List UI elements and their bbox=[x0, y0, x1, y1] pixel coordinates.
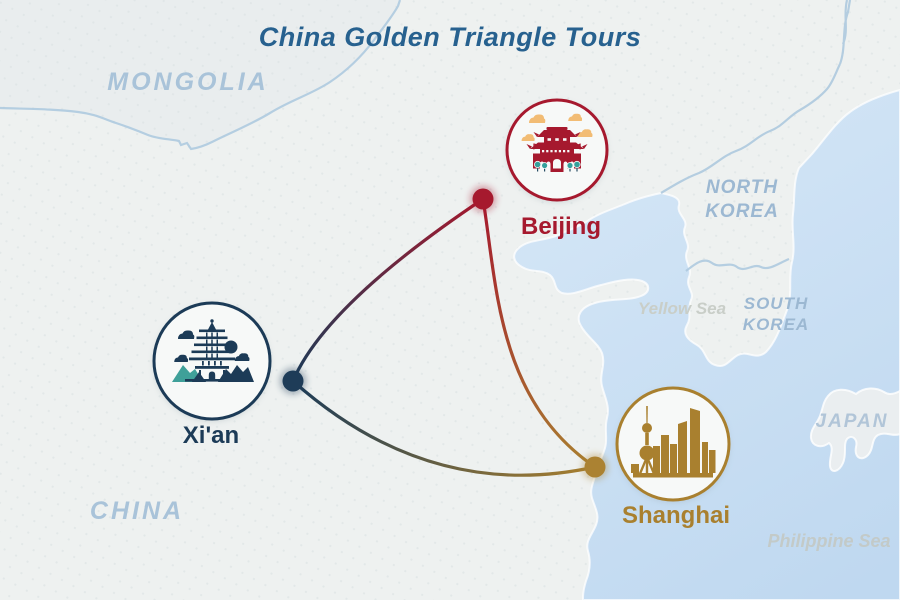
beijing-marker bbox=[505, 98, 609, 202]
border-mongolia bbox=[0, 0, 402, 151]
page-title: China Golden Triangle Tours bbox=[258, 22, 642, 52]
city-label-shanghai: Shanghai bbox=[621, 502, 730, 529]
xian-node bbox=[282, 370, 304, 392]
sea bbox=[513, 88, 900, 600]
route-beijing-shanghai bbox=[481, 197, 597, 469]
region-label-china: CHINA bbox=[89, 497, 185, 525]
region-label-north-korea: NORTH KOREA bbox=[705, 177, 779, 222]
tree-shapes bbox=[533, 160, 581, 172]
pagoda-tower bbox=[185, 319, 239, 382]
city-skyline-icon bbox=[631, 406, 716, 478]
xian-marker-ring bbox=[152, 301, 272, 421]
skyline-base bbox=[633, 473, 713, 478]
cloud-shapes bbox=[521, 113, 593, 141]
region-label-japan: JAPAN bbox=[815, 411, 889, 432]
city-label-xian: Xi'an bbox=[182, 422, 240, 449]
border-russia bbox=[838, 0, 852, 65]
sea-label-philippine-sea: Philippine Sea bbox=[767, 531, 891, 551]
pearl-tower bbox=[639, 406, 655, 473]
country-borders bbox=[0, 0, 852, 272]
cloud-shapes bbox=[174, 330, 250, 362]
shanghai-marker bbox=[615, 386, 731, 502]
border-north-korea-china bbox=[660, 63, 841, 194]
region-label-south-korea: SOUTH KOREA bbox=[742, 294, 810, 335]
navy-mountain-right bbox=[218, 365, 254, 382]
xian-marker bbox=[152, 301, 272, 421]
route-xian-beijing bbox=[291, 197, 485, 383]
forbidden-city-icon bbox=[521, 113, 593, 172]
skyscrapers bbox=[631, 408, 716, 473]
region-label-mongolia: MONGOLIA bbox=[107, 68, 269, 96]
shanghai-node bbox=[584, 456, 606, 478]
route-nodes bbox=[279, 185, 609, 481]
route-xian-shanghai bbox=[291, 379, 597, 477]
pagoda-icon bbox=[172, 319, 254, 382]
border-korea-dmz bbox=[685, 257, 790, 272]
beijing-node bbox=[472, 188, 494, 210]
island-kyushu bbox=[809, 387, 900, 472]
route-triangle bbox=[291, 197, 597, 477]
city-label-beijing: Beijing bbox=[520, 213, 601, 240]
sea-label-yellow-sea: Yellow Sea bbox=[637, 299, 727, 318]
